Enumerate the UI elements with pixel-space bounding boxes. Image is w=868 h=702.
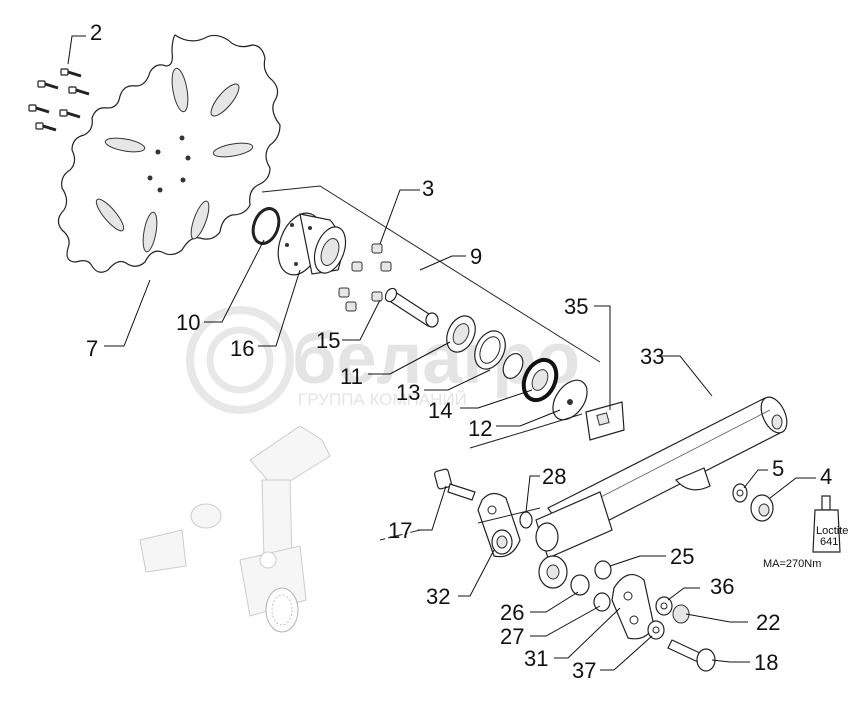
bushing-28 [519, 511, 533, 529]
callout-16: 16 [230, 336, 254, 361]
arm-tube [535, 396, 788, 589]
leader-lines [67, 35, 816, 671]
callout-22: 22 [756, 610, 780, 635]
seal-cap [521, 357, 559, 403]
bolt-large [433, 468, 476, 501]
arm-nut [750, 494, 774, 522]
axle-pin [384, 287, 439, 328]
lock-plate [585, 401, 625, 441]
washer-36 [655, 596, 673, 616]
callout-25: 25 [670, 544, 694, 569]
bushing-27 [593, 592, 611, 612]
arm-washer [732, 483, 748, 503]
loctite-number: 641 [820, 536, 838, 548]
pivot-plate [477, 492, 521, 558]
callout-4: 4 [820, 464, 832, 489]
callout-27: 27 [500, 624, 524, 649]
callout-17: 17 [388, 518, 412, 543]
callout-3: 3 [422, 176, 434, 201]
callout-labels: 2 3 4 5 7 9 10 11 12 13 14 15 16 17 18 2… [86, 20, 832, 683]
callout-28: 28 [542, 464, 566, 489]
callout-35: 35 [564, 294, 588, 319]
spacer-ring [502, 353, 524, 379]
callout-7: 7 [86, 336, 98, 361]
callout-36: 36 [710, 574, 734, 599]
seal-ring [474, 330, 506, 370]
bushing-26 [570, 574, 590, 596]
nut-22 [672, 604, 690, 624]
watermark-subtitle: ГРУППА КОМПАНИЙ [298, 390, 467, 409]
callout-11: 11 [340, 364, 363, 389]
washer-37 [647, 620, 665, 640]
callout-33: 33 [640, 344, 664, 369]
background-assembly [139, 425, 331, 633]
torque-note: MA=270Nm [763, 558, 821, 570]
callout-9: 9 [470, 244, 482, 269]
callout-13: 13 [396, 380, 420, 405]
hub [277, 212, 347, 276]
bearing [446, 315, 476, 353]
bushing-25 [594, 560, 612, 580]
callout-12: 12 [468, 416, 492, 441]
washer-plate [552, 379, 588, 421]
callout-31: 31 [524, 646, 548, 671]
callout-32: 32 [426, 584, 450, 609]
callout-5: 5 [772, 456, 784, 481]
callout-18: 18 [754, 650, 778, 675]
callout-26: 26 [500, 600, 524, 625]
circlip [251, 207, 281, 245]
hub-nuts [338, 243, 392, 312]
callout-2: 2 [90, 20, 102, 45]
loctite-tube: Loctite 641 [812, 495, 848, 553]
loctite-label: Loctite [816, 525, 848, 537]
assembly-axes [261, 185, 601, 541]
callout-15: 15 [316, 328, 340, 353]
bolt-18 [667, 639, 716, 672]
callout-14: 14 [428, 398, 452, 423]
callout-37: 37 [572, 658, 596, 683]
callout-10: 10 [176, 310, 200, 335]
disc-bolts [28, 68, 90, 132]
disc-blade [57, 34, 281, 273]
